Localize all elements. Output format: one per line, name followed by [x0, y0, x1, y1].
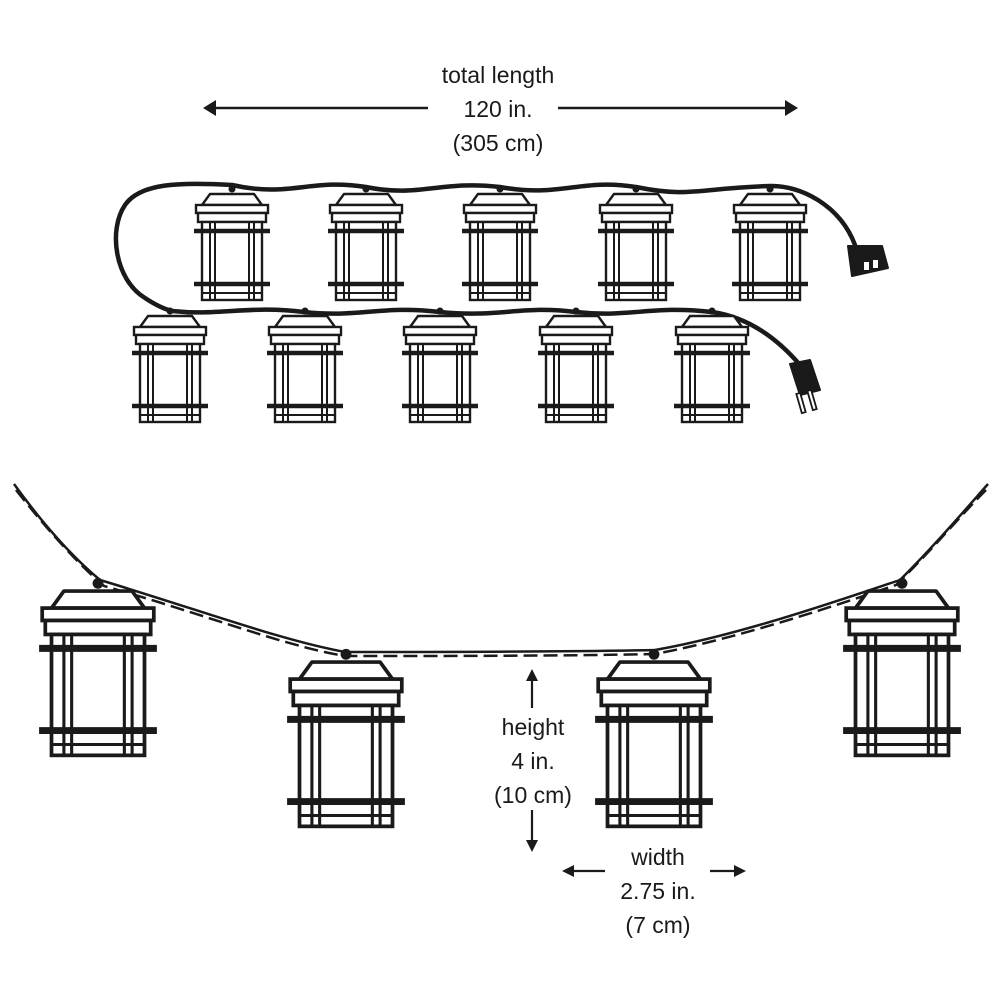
- lantern-icon: [267, 308, 343, 423]
- lantern-icon: [132, 308, 208, 423]
- lantern-icon: [402, 308, 478, 423]
- total-length-label: total length 120 in. (305 cm): [398, 58, 598, 160]
- height-arrow: [526, 669, 538, 852]
- height-imperial: 4 in.: [511, 748, 555, 774]
- lantern-icon: [328, 186, 404, 301]
- height-metric: (10 cm): [494, 782, 572, 808]
- lantern-icon: [194, 186, 270, 301]
- total-length-metric: (305 cm): [452, 130, 544, 156]
- lantern-icon: [39, 578, 157, 755]
- height-title: height: [501, 714, 565, 740]
- lantern-icon: [732, 186, 808, 301]
- total-length-imperial: 120 in.: [463, 96, 533, 122]
- lantern-icon: [843, 578, 961, 755]
- lantern-icon: [538, 308, 614, 423]
- power-plug-icon: [789, 359, 821, 415]
- lantern-icon: [462, 186, 538, 301]
- width-metric: (7 cm): [625, 912, 691, 938]
- width-title: width: [631, 844, 685, 870]
- total-length-title: total length: [441, 62, 555, 88]
- lantern-icon: [595, 649, 713, 826]
- lantern-icon: [598, 186, 674, 301]
- lantern-icon: [287, 649, 405, 826]
- hanging-cord: [12, 483, 989, 658]
- coiled-cord: [113, 181, 858, 368]
- width-arrow: [562, 865, 746, 877]
- height-label: height 4 in. (10 cm): [468, 710, 598, 812]
- total-length-arrow: [203, 100, 798, 116]
- lantern-icon: [674, 308, 750, 423]
- end-connector-icon: [847, 245, 889, 277]
- width-imperial: 2.75 in.: [620, 878, 696, 904]
- width-label: width 2.75 in. (7 cm): [578, 840, 738, 942]
